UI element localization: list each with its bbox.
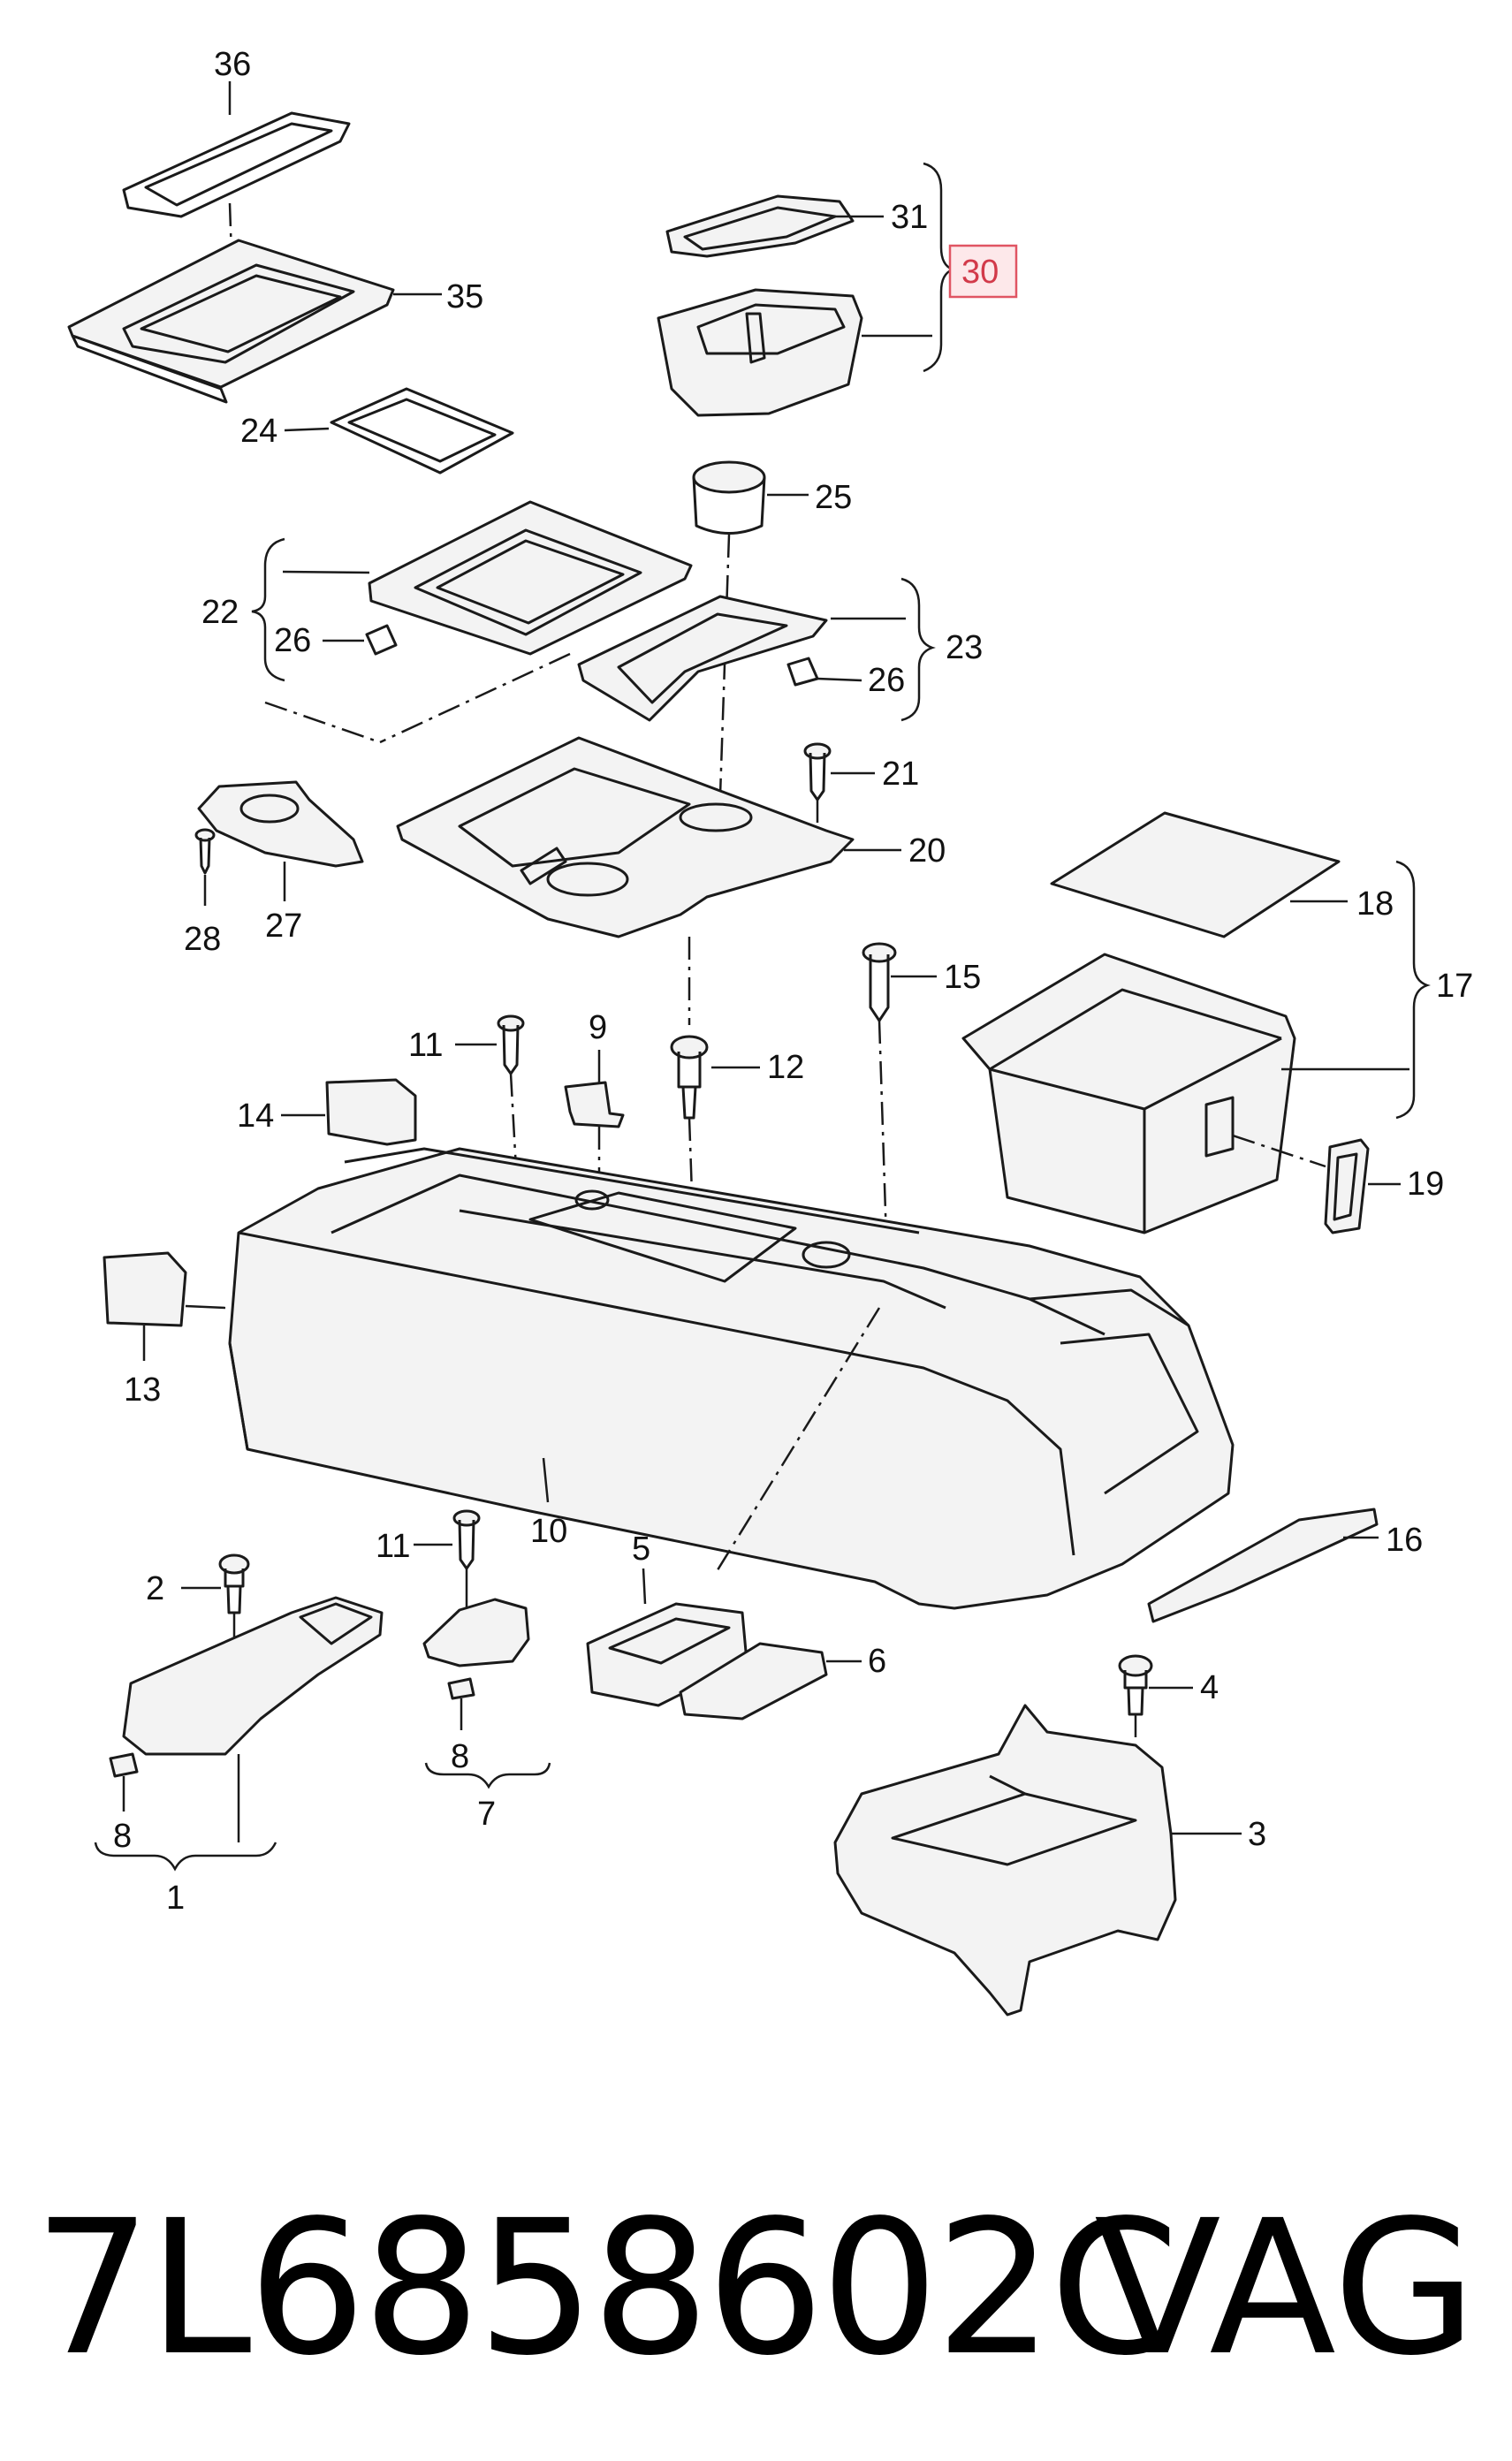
leader-26b bbox=[817, 677, 862, 682]
brand-label: VAG bbox=[1094, 2180, 1477, 2396]
callout-11-lower: 11 bbox=[376, 1528, 410, 1565]
callout-30: 30 bbox=[961, 254, 999, 291]
leader-10 bbox=[542, 1457, 550, 1503]
callout-19: 19 bbox=[1407, 1166, 1444, 1203]
dash-36 bbox=[228, 202, 236, 337]
part-19-cover bbox=[1324, 1138, 1370, 1234]
dash-22b bbox=[264, 701, 381, 744]
callout-15: 14 bbox=[237, 1098, 274, 1135]
callout-17: 17 bbox=[1436, 968, 1473, 1005]
dash-13 bbox=[878, 1020, 890, 1295]
callout-16: 16 bbox=[1386, 1522, 1423, 1559]
callout-31: 31 bbox=[891, 199, 928, 236]
callout-30-highlight[interactable]: 30 bbox=[948, 244, 1018, 299]
part-8-nut-left bbox=[109, 1752, 139, 1778]
dash-25 bbox=[718, 534, 731, 796]
leader-14a bbox=[185, 1304, 226, 1310]
part-26-clip-right bbox=[786, 657, 819, 687]
callout-26-right: 26 bbox=[868, 662, 905, 699]
dash-19 bbox=[1232, 1134, 1326, 1168]
callout-3: 3 bbox=[1248, 1816, 1266, 1853]
part-21-screw bbox=[803, 742, 832, 801]
part-10-center-console bbox=[228, 1147, 1235, 1610]
callout-8-left: 8 bbox=[113, 1818, 132, 1855]
leader-24 bbox=[284, 427, 330, 432]
exploded-parts-diagram: 36 35 24 22 26 31 30 25 23 26 21 20 27 2… bbox=[67, 46, 1473, 2017]
part-14-cover bbox=[103, 1251, 187, 1327]
footer: 7L6858602C VAG bbox=[0, 2174, 1512, 2439]
callout-21: 21 bbox=[882, 756, 919, 793]
part-3-support-frame bbox=[833, 1704, 1177, 2017]
brace-7 bbox=[424, 1762, 551, 1789]
part-15-cover bbox=[325, 1078, 417, 1146]
callout-1: 1 bbox=[166, 1880, 185, 1917]
part-28-screw bbox=[194, 828, 216, 875]
part-13-screw bbox=[862, 942, 897, 1022]
part-22-upper-trim bbox=[368, 500, 693, 656]
part-2-bolt bbox=[218, 1553, 250, 1614]
callout-12: 12 bbox=[767, 1049, 804, 1086]
part-20-console-trim bbox=[396, 736, 855, 938]
brace-17 bbox=[1395, 860, 1431, 1120]
callout-2: 2 bbox=[146, 1570, 164, 1607]
part-1-bracket bbox=[122, 1596, 384, 1756]
callout-26-left: 26 bbox=[274, 622, 311, 659]
callout-7: 7 bbox=[477, 1796, 496, 1833]
callout-5: 5 bbox=[632, 1531, 650, 1568]
part-25-socket bbox=[692, 460, 766, 535]
leader-5 bbox=[642, 1568, 647, 1605]
dash-22a bbox=[379, 652, 571, 744]
part-4-bolt bbox=[1118, 1654, 1153, 1716]
part-11-screw-lower bbox=[452, 1509, 481, 1570]
callout-24: 24 bbox=[240, 413, 277, 450]
callout-27: 27 bbox=[265, 908, 302, 945]
callout-35: 35 bbox=[446, 278, 483, 315]
part-27-bracket bbox=[197, 780, 364, 868]
part-31-mat bbox=[665, 194, 855, 258]
part-35-cover-panel bbox=[67, 239, 395, 404]
part-9-clip bbox=[564, 1081, 625, 1128]
callout-9: 9 bbox=[589, 1009, 607, 1046]
part-23-right-trim bbox=[577, 595, 828, 722]
dash-10 bbox=[714, 1307, 881, 1574]
callout-25: 25 bbox=[815, 479, 852, 516]
callout-14: 13 bbox=[124, 1371, 161, 1409]
callout-20: 20 bbox=[908, 832, 946, 870]
leader-22 bbox=[282, 570, 370, 574]
part-30-cupholder bbox=[657, 288, 863, 417]
part-12-bolt bbox=[670, 1035, 709, 1120]
part-17-storage-bin bbox=[961, 953, 1296, 1234]
callout-10: 10 bbox=[530, 1513, 567, 1550]
callout-23: 23 bbox=[946, 629, 983, 666]
part-number: 7L6858602C bbox=[34, 2180, 1179, 2396]
part-24-gasket bbox=[330, 387, 514, 475]
brace-1 bbox=[94, 1842, 277, 1872]
callout-13: 15 bbox=[944, 959, 981, 996]
part-11-screw-upper bbox=[497, 1014, 525, 1075]
part-16-trim-strip bbox=[1147, 1508, 1379, 1623]
part-8-nut-center bbox=[447, 1677, 475, 1700]
part-26-clip-left bbox=[365, 624, 398, 656]
callout-36: 36 bbox=[214, 46, 251, 83]
brace-23 bbox=[900, 577, 936, 722]
callout-8-center: 8 bbox=[451, 1738, 469, 1775]
callout-4: 4 bbox=[1200, 1669, 1219, 1706]
brace-22 bbox=[251, 537, 285, 682]
callout-11-upper: 11 bbox=[408, 1027, 443, 1064]
part-18-mat bbox=[1050, 811, 1341, 938]
callout-28: 28 bbox=[184, 921, 221, 958]
callout-6: 6 bbox=[868, 1643, 886, 1680]
part-7-bracket bbox=[422, 1598, 530, 1667]
callout-18: 18 bbox=[1356, 885, 1394, 923]
brace-30 bbox=[923, 162, 956, 373]
callout-22: 22 bbox=[201, 594, 239, 631]
part-36-trim-frame bbox=[122, 111, 351, 218]
part-6-switch bbox=[679, 1642, 828, 1720]
